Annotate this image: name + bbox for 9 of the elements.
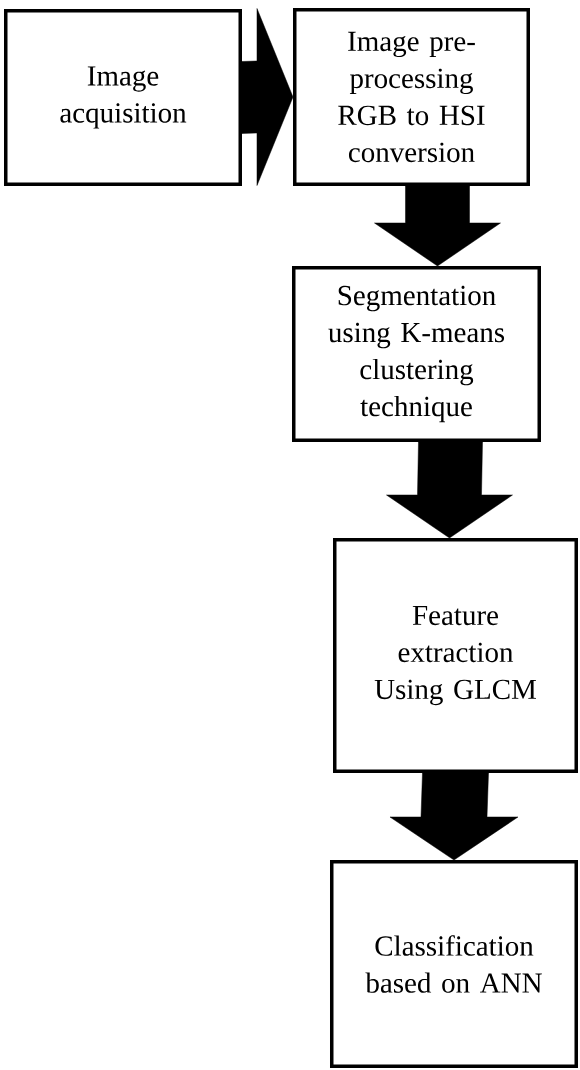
process-box: Image acquisition [4, 9, 242, 186]
block-arrow [389, 772, 519, 861]
process-box: Classification based on ANN [330, 860, 578, 1068]
process-box: Feature extraction Using GLCM [333, 538, 578, 773]
block-arrow [374, 185, 501, 267]
process-box: Image pre-processing RGB to HSI conversion [293, 8, 530, 186]
block-arrow [386, 441, 513, 539]
process-box: Segmentation using K-means clustering technique [292, 266, 541, 442]
block-arrow [241, 8, 294, 186]
